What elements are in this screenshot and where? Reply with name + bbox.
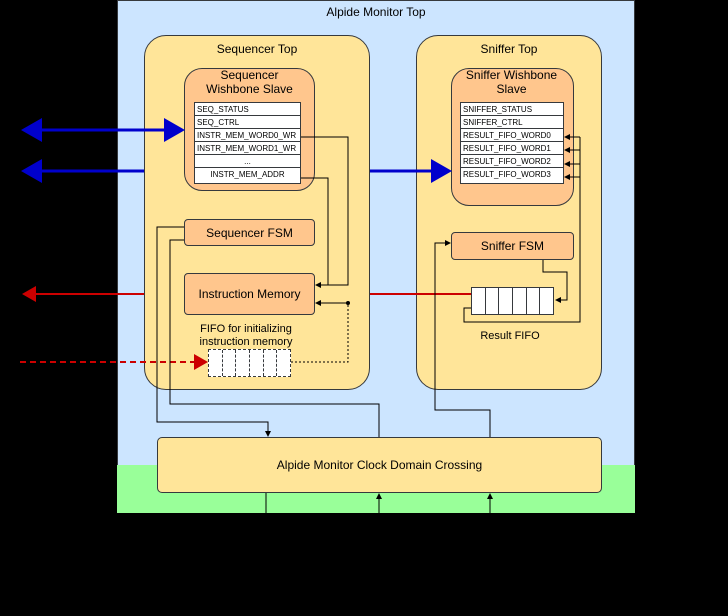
register-row: RESULT_FIFO_WORD2 — [461, 155, 563, 168]
sequencer-wishbone-title: Sequencer Wishbone Slave — [206, 68, 293, 96]
register-row: INSTR_MEM_WORD0_WR — [195, 129, 300, 142]
register-row: RESULT_FIFO_WORD0 — [461, 129, 563, 142]
sniffer-fsm-to-fifo — [542, 260, 568, 303]
register-row: SEQ_CTRL — [195, 116, 300, 129]
monitor-top-title: Alpide Monitor Top — [326, 5, 426, 19]
sniffer-fsm-block: Sniffer FSM — [451, 232, 574, 260]
sequencer-fsm-block: Sequencer FSM — [184, 219, 315, 246]
register-row: RESULT_FIFO_WORD1 — [461, 142, 563, 155]
sequencer-register-list: SEQ_STATUS SEQ_CTRL INSTR_MEM_WORD0_WR I… — [194, 102, 301, 184]
register-row: ... — [195, 155, 300, 168]
sniffer-wishbone-title: Sniffer Wishbone Slave — [465, 68, 558, 96]
seq-fsm-wire-1 — [156, 226, 271, 437]
register-row: INSTR_MEM_ADDR — [210, 170, 285, 179]
register-row: SNIFFER_CTRL — [461, 116, 563, 129]
register-row: INSTR_MEM_WORD1_WR — [195, 142, 300, 155]
register-row: SNIFFER_STATUS — [461, 103, 563, 116]
sniffer-top-title: Sniffer Top — [480, 42, 538, 56]
sequencer-top-title: Sequencer Top — [216, 42, 298, 56]
register-row: RESULT_FIFO_WORD3 — [463, 170, 551, 179]
result-fifo-to-regs — [463, 137, 581, 323]
cdc-to-sniffer-fsm — [434, 240, 491, 437]
instr-word-wire-1 — [301, 136, 349, 288]
junction-dot — [346, 301, 350, 305]
init-fifo — [208, 349, 291, 377]
clock-domain-crossing-block: Alpide Monitor Clock Domain Crossing — [157, 437, 602, 493]
init-fifo-label: FIFO for initializing instruction memory — [199, 323, 293, 348]
init-fifo-dotted — [291, 303, 349, 363]
result-fifo-label: Result FIFO — [480, 330, 540, 342]
register-row: SEQ_STATUS — [195, 103, 300, 116]
seq-fsm-wire-2 — [169, 239, 380, 437]
instruction-memory-block: Instruction Memory — [184, 273, 315, 315]
result-fifo — [471, 287, 554, 315]
instr-word-wire-2 — [301, 177, 329, 285]
sniffer-register-list: SNIFFER_STATUS SNIFFER_CTRL RESULT_FIFO_… — [460, 102, 564, 184]
